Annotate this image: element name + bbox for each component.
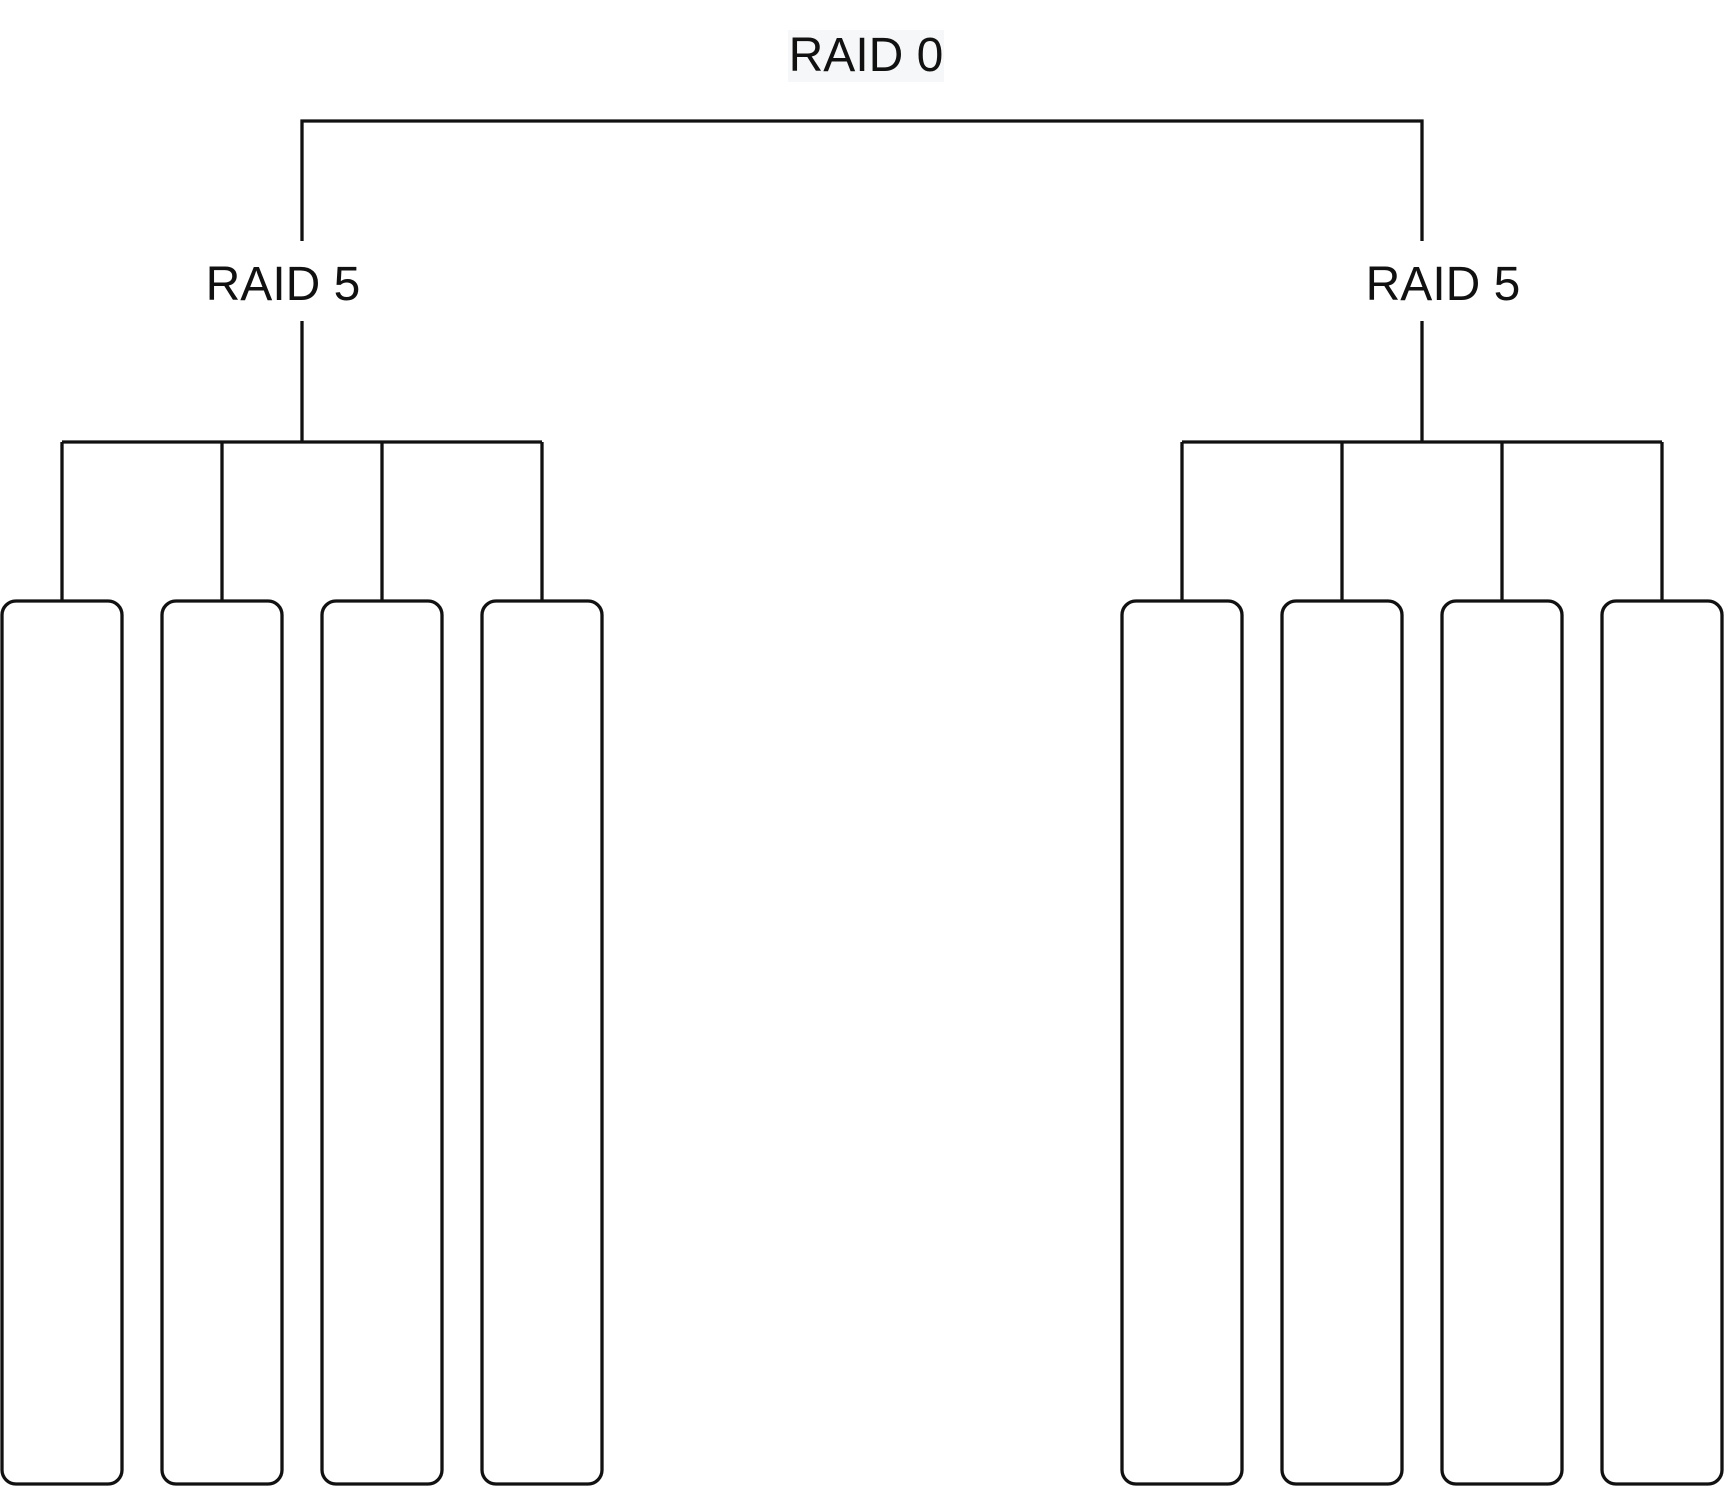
root-label: RAID 0 [789,29,944,82]
disk-left-3 [320,599,444,1486]
group-label-right: RAID 5 [1366,258,1521,311]
group-label-left: RAID 5 [206,258,361,311]
disk-right-2 [1280,599,1404,1486]
disk-right-4 [1600,599,1724,1486]
disk-right-3 [1440,599,1564,1486]
left-group-connector [60,321,544,601]
root-connector [300,119,1424,241]
disk-right-1 [1120,599,1244,1486]
disk-left-4 [480,599,604,1486]
root-label-background [788,30,944,82]
disk-left-1 [0,599,124,1486]
right-group-connector [1180,321,1664,601]
disk-left-2 [160,599,284,1486]
